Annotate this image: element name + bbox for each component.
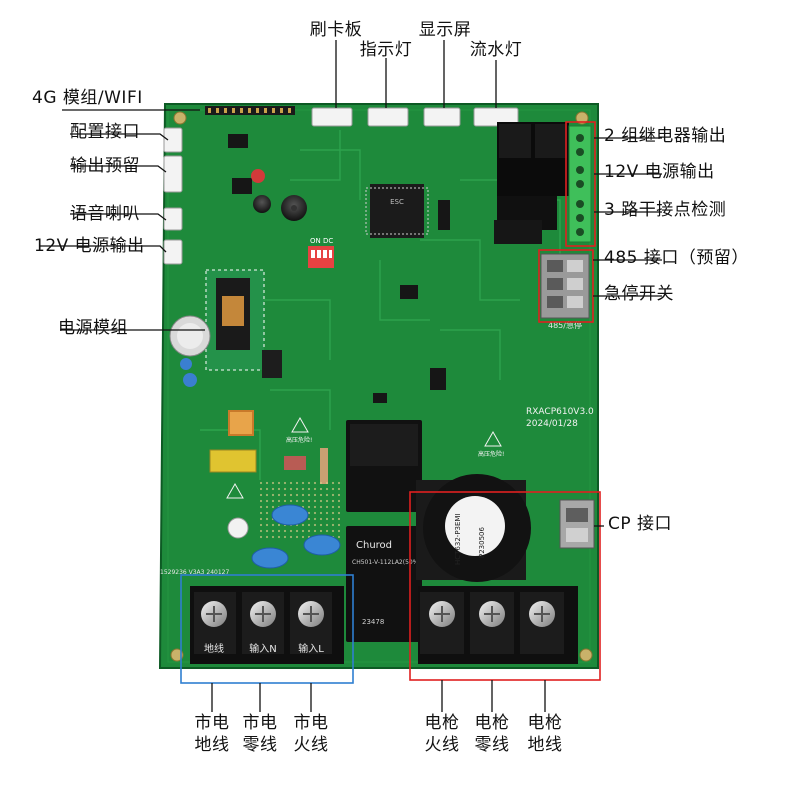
right-interface-box [565, 121, 596, 247]
mcu-chip: ESC [365, 184, 429, 238]
board-model: RXACP610V3.0 [526, 407, 594, 417]
label-dry-contact: 3 路干接点检测 [604, 200, 727, 220]
green-terminals [568, 125, 592, 243]
label-12v-out-left: 12V 电源输出 [34, 236, 145, 256]
label-mains-live: 市电火线 [293, 713, 329, 755]
y-caps [251, 504, 341, 569]
cp-connector [559, 499, 595, 549]
label-power-module: 电源模组 [58, 318, 128, 338]
label-output-reserved: 输出预留 [70, 156, 140, 176]
label-gun-live: 电枪火线 [424, 713, 460, 755]
board-date: 2024/01/28 [526, 419, 578, 429]
label-card-board: 刷卡板 [309, 20, 363, 40]
label-relay-out: 2 组继电器输出 [604, 126, 727, 146]
left-connectors [163, 127, 183, 265]
svg-text:23478: 23478 [362, 618, 384, 626]
svg-text:Churod: Churod [356, 540, 392, 551]
power-module [169, 269, 328, 484]
label-gun-neutral: 电枪零线 [474, 713, 510, 755]
main-relays: Churod CH501-V-112LA2(50%) 23478 [346, 420, 422, 642]
box-485 [538, 249, 594, 323]
label-water-light: 流水灯 [469, 40, 523, 60]
svg-text:高压危险!: 高压危险! [286, 436, 312, 444]
svg-text:地线: 地线 [204, 642, 224, 655]
label-12v-out-right: 12V 电源输出 [604, 162, 715, 182]
output-terminal-block [418, 586, 578, 664]
serial-number: 1529236 V3A3 240127 [160, 569, 229, 576]
svg-text:ESC: ESC [390, 198, 404, 206]
svg-text:输入L: 输入L [298, 642, 324, 655]
label-display: 显示屏 [418, 20, 472, 40]
red-sticker [251, 169, 265, 183]
port-485-silk: 485/急停 [548, 320, 582, 330]
svg-text:P230506: P230506 [478, 527, 486, 558]
ics [228, 134, 542, 403]
svg-text:高压危险!: 高压危险! [478, 450, 504, 458]
label-config-port: 配置接口 [70, 122, 140, 142]
input-terminal-block: 地线 输入N 输入L [190, 586, 344, 664]
label-speaker: 语音喇叭 [70, 204, 140, 224]
top-connectors [311, 107, 519, 127]
blue-input-box [180, 574, 354, 684]
current-sensor: HCT632-P3EMI P230506 [416, 474, 531, 582]
label-estop: 急停开关 [604, 284, 674, 304]
label-cp-port: CP 接口 [608, 514, 673, 534]
header-pins [208, 108, 291, 113]
label-485-port: 485 接口（预留） [604, 248, 749, 268]
label-gun-ground: 电枪地线 [527, 713, 563, 755]
terminal-485 [540, 253, 590, 319]
label-4g-module: 4G 模组/WIFI [32, 88, 143, 108]
leader-lines [40, 40, 662, 712]
red-output-box [409, 491, 601, 681]
buzzer [281, 195, 307, 221]
label-mains-neutral: 市电零线 [242, 713, 278, 755]
dip-switch: ON DC [308, 237, 334, 268]
label-mains-ground: 市电地线 [194, 713, 230, 755]
svg-text:CH501-V-112LA2(50%): CH501-V-112LA2(50%) [352, 559, 421, 566]
label-indicator: 指示灯 [359, 40, 413, 60]
svg-text:ON DC: ON DC [310, 237, 333, 245]
svg-text:HCT632-P3EMI: HCT632-P3EMI [454, 513, 462, 565]
warning-triangles [226, 416, 502, 499]
svg-text:输入N: 输入N [249, 642, 276, 655]
